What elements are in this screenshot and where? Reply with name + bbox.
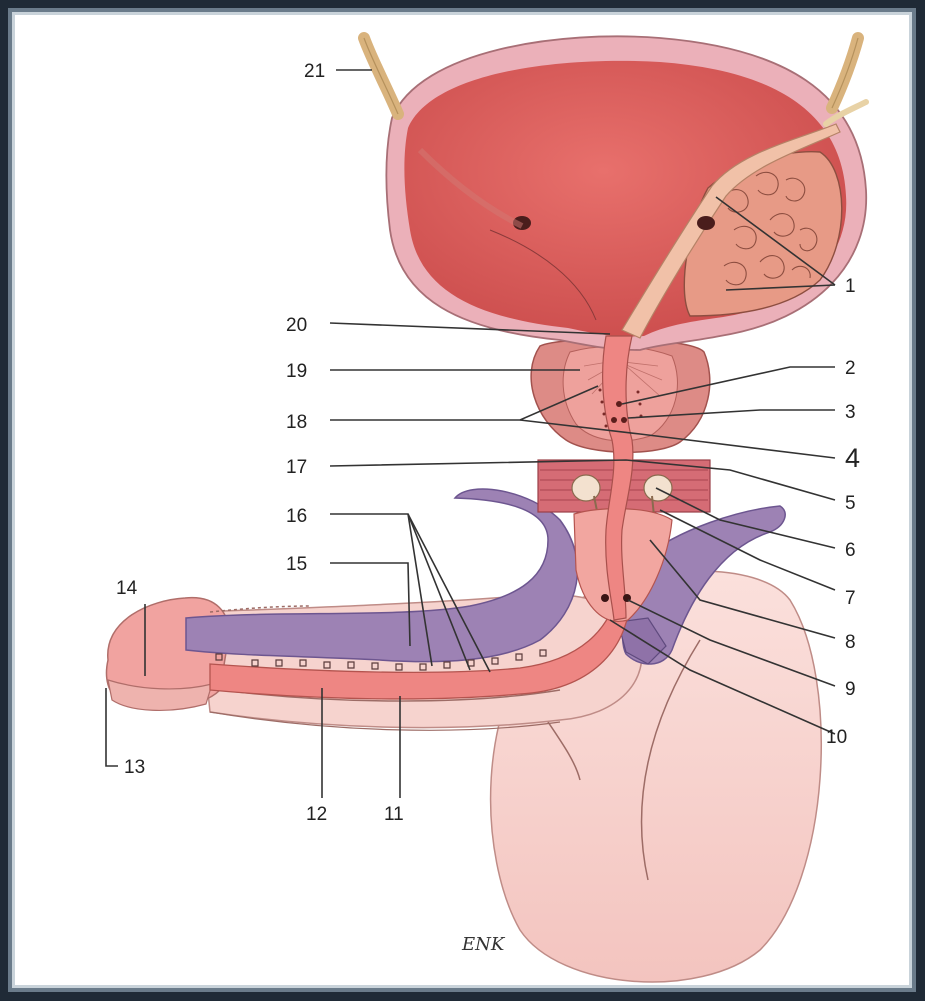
label-6: 6: [845, 540, 856, 561]
label-21: 21: [304, 61, 325, 82]
duct-opening-left: [601, 594, 609, 602]
artist-signature: ENK: [461, 934, 506, 955]
bulbourethral-gland-left: [572, 475, 600, 501]
label-10: 10: [826, 727, 847, 748]
label-1: 1: [845, 276, 856, 297]
label-14: 14: [116, 578, 138, 599]
label-11: 11: [384, 804, 404, 825]
label-13: 13: [124, 757, 145, 778]
label-15: 15: [286, 554, 307, 575]
label-17: 17: [286, 457, 307, 478]
label-20: 20: [286, 315, 307, 336]
urogenital-anatomy-diagram: 21 1 20 19 2 3 18 4 17 5 16 6 15 7 14 8 …: [8, 8, 916, 992]
label-8: 8: [845, 632, 856, 653]
ureteric-orifice-right: [697, 216, 715, 230]
label-18: 18: [286, 412, 307, 433]
label-12: 12: [306, 804, 327, 825]
label-5: 5: [845, 493, 856, 514]
label-3: 3: [845, 402, 856, 423]
diagram-panel: 21 1 20 19 2 3 18 4 17 5 16 6 15 7 14 8 …: [8, 8, 916, 992]
label-19: 19: [286, 361, 307, 382]
corpus-cavernosum: [186, 489, 577, 662]
label-16: 16: [286, 506, 307, 527]
label-9: 9: [845, 679, 856, 700]
label-7: 7: [845, 588, 856, 609]
label-2: 2: [845, 358, 856, 379]
ureter-right: [832, 38, 858, 108]
label-4: 4: [845, 443, 860, 473]
bulbourethral-gland-right: [644, 475, 672, 501]
